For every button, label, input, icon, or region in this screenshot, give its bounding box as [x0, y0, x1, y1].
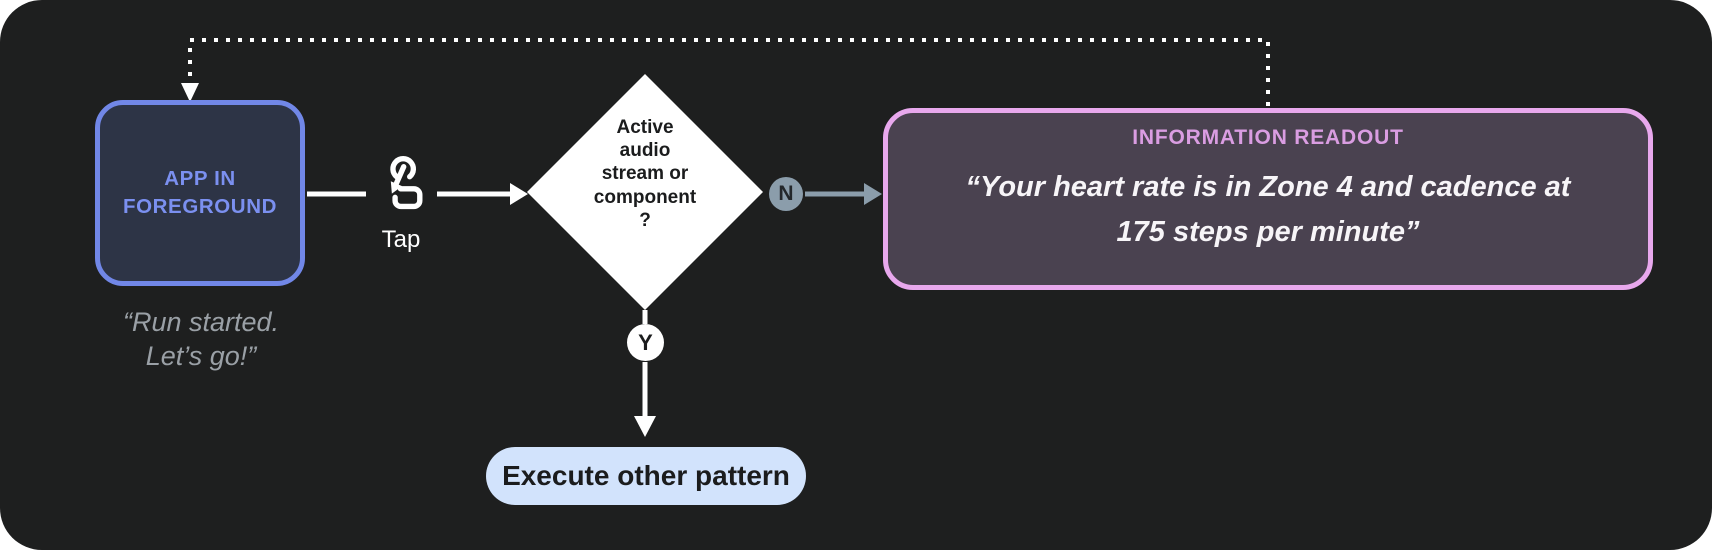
- feedback-dotted-connector: [188, 38, 1270, 106]
- app-caption-line2: Let’s go!”: [145, 340, 257, 371]
- decision-line-1: Active: [616, 117, 674, 138]
- execute-other-pattern-node: Execute other pattern: [486, 447, 806, 505]
- readout-arrowhead-icon: [864, 183, 882, 205]
- no-branch-badge: N: [769, 177, 803, 211]
- tap-gesture-icon: [390, 156, 423, 210]
- app-in-foreground-node: APP IN FOREGROUND: [95, 100, 305, 286]
- readout-quote: “Your heart rate is in Zone 4 and cadenc…: [888, 165, 1648, 255]
- execute-arrowhead-icon: [634, 416, 656, 437]
- decision-line-5: ?: [639, 209, 651, 231]
- feedback-arrowhead-icon: [181, 83, 199, 102]
- readout-quote-line1: “Your heart rate is in Zone 4 and cadenc…: [965, 171, 1571, 203]
- readout-quote-line2: 175 steps per minute”: [1116, 215, 1420, 248]
- app-node-label-line1: APP IN: [164, 167, 236, 191]
- decision-line-3: stream or: [601, 163, 689, 185]
- decision-node-text: Active audio stream or component ?: [558, 116, 732, 232]
- no-branch-label: N: [778, 182, 794, 205]
- app-node-label-line2: FOREGROUND: [122, 195, 278, 218]
- app-voice-caption: “Run started. Let’s go!”: [60, 306, 342, 374]
- readout-title: INFORMATION READOUT: [1132, 126, 1404, 149]
- yes-branch-badge: Y: [627, 324, 664, 361]
- yes-branch-label: Y: [638, 329, 653, 355]
- information-readout-node: INFORMATION READOUT “Your heart rate is …: [883, 108, 1653, 290]
- decision-arrowhead-icon: [510, 183, 528, 205]
- app-caption-line1: “Run started.: [122, 307, 280, 337]
- decision-line-2: audio: [619, 140, 671, 162]
- decision-line-4: component: [593, 186, 697, 208]
- decision-diamond-shape: [527, 74, 763, 310]
- tap-gesture-label: Tap: [381, 226, 421, 253]
- execute-pill-label: Execute other pattern: [502, 460, 790, 491]
